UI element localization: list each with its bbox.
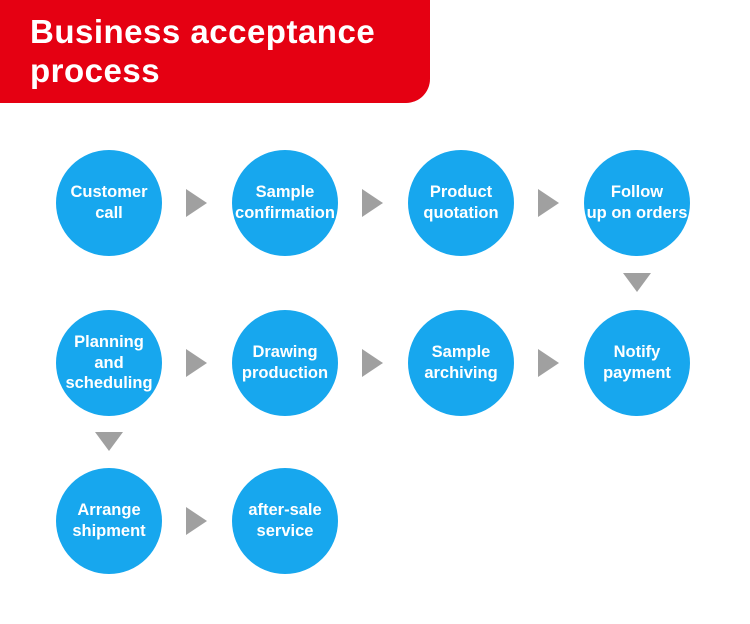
flow-node-label: Customer call xyxy=(70,183,148,222)
arrow-right-icon xyxy=(538,189,559,217)
flow-node-label: Product quotation xyxy=(423,183,499,222)
arrow-down-icon xyxy=(623,273,651,292)
flow-node-label: Sample archiving xyxy=(424,343,498,382)
arrow-right-icon xyxy=(186,189,207,217)
flow-node-sample-confirmation: Sample confirmation xyxy=(232,150,338,256)
flow-node-follow-up-orders: Follow up on orders xyxy=(584,150,690,256)
flow-node-sample-archiving: Sample archiving xyxy=(408,310,514,416)
arrow-right-icon xyxy=(538,349,559,377)
arrow-right-icon xyxy=(362,189,383,217)
flow-node-label: Sample confirmation xyxy=(235,183,335,222)
arrow-down-icon xyxy=(95,432,123,451)
flow-node-customer-call: Customer call xyxy=(56,150,162,256)
page-title-line1: Business acceptance xyxy=(30,12,376,50)
flow-node-label: Planning and scheduling xyxy=(65,333,153,393)
flow-node-arrange-shipment: Arrange shipment xyxy=(56,468,162,574)
flow-node-label: after-sale service xyxy=(248,501,322,540)
flow-node-label: Notify payment xyxy=(603,343,671,382)
flow-node-drawing-production: Drawing production xyxy=(232,310,338,416)
flow-node-product-quotation: Product quotation xyxy=(408,150,514,256)
flow-node-label: Drawing production xyxy=(241,343,329,382)
arrow-right-icon xyxy=(362,349,383,377)
flow-node-planning-scheduling: Planning and scheduling xyxy=(56,310,162,416)
header-banner: Business acceptance process xyxy=(0,0,430,103)
flow-node-label: Arrange shipment xyxy=(72,501,146,540)
flow-node-label: Follow up on orders xyxy=(586,183,688,222)
arrow-right-icon xyxy=(186,507,207,535)
flow-node-after-sale-service: after-sale service xyxy=(232,468,338,574)
arrow-right-icon xyxy=(186,349,207,377)
page-title-line2: process xyxy=(30,51,161,89)
flow-node-notify-payment: Notify payment xyxy=(584,310,690,416)
